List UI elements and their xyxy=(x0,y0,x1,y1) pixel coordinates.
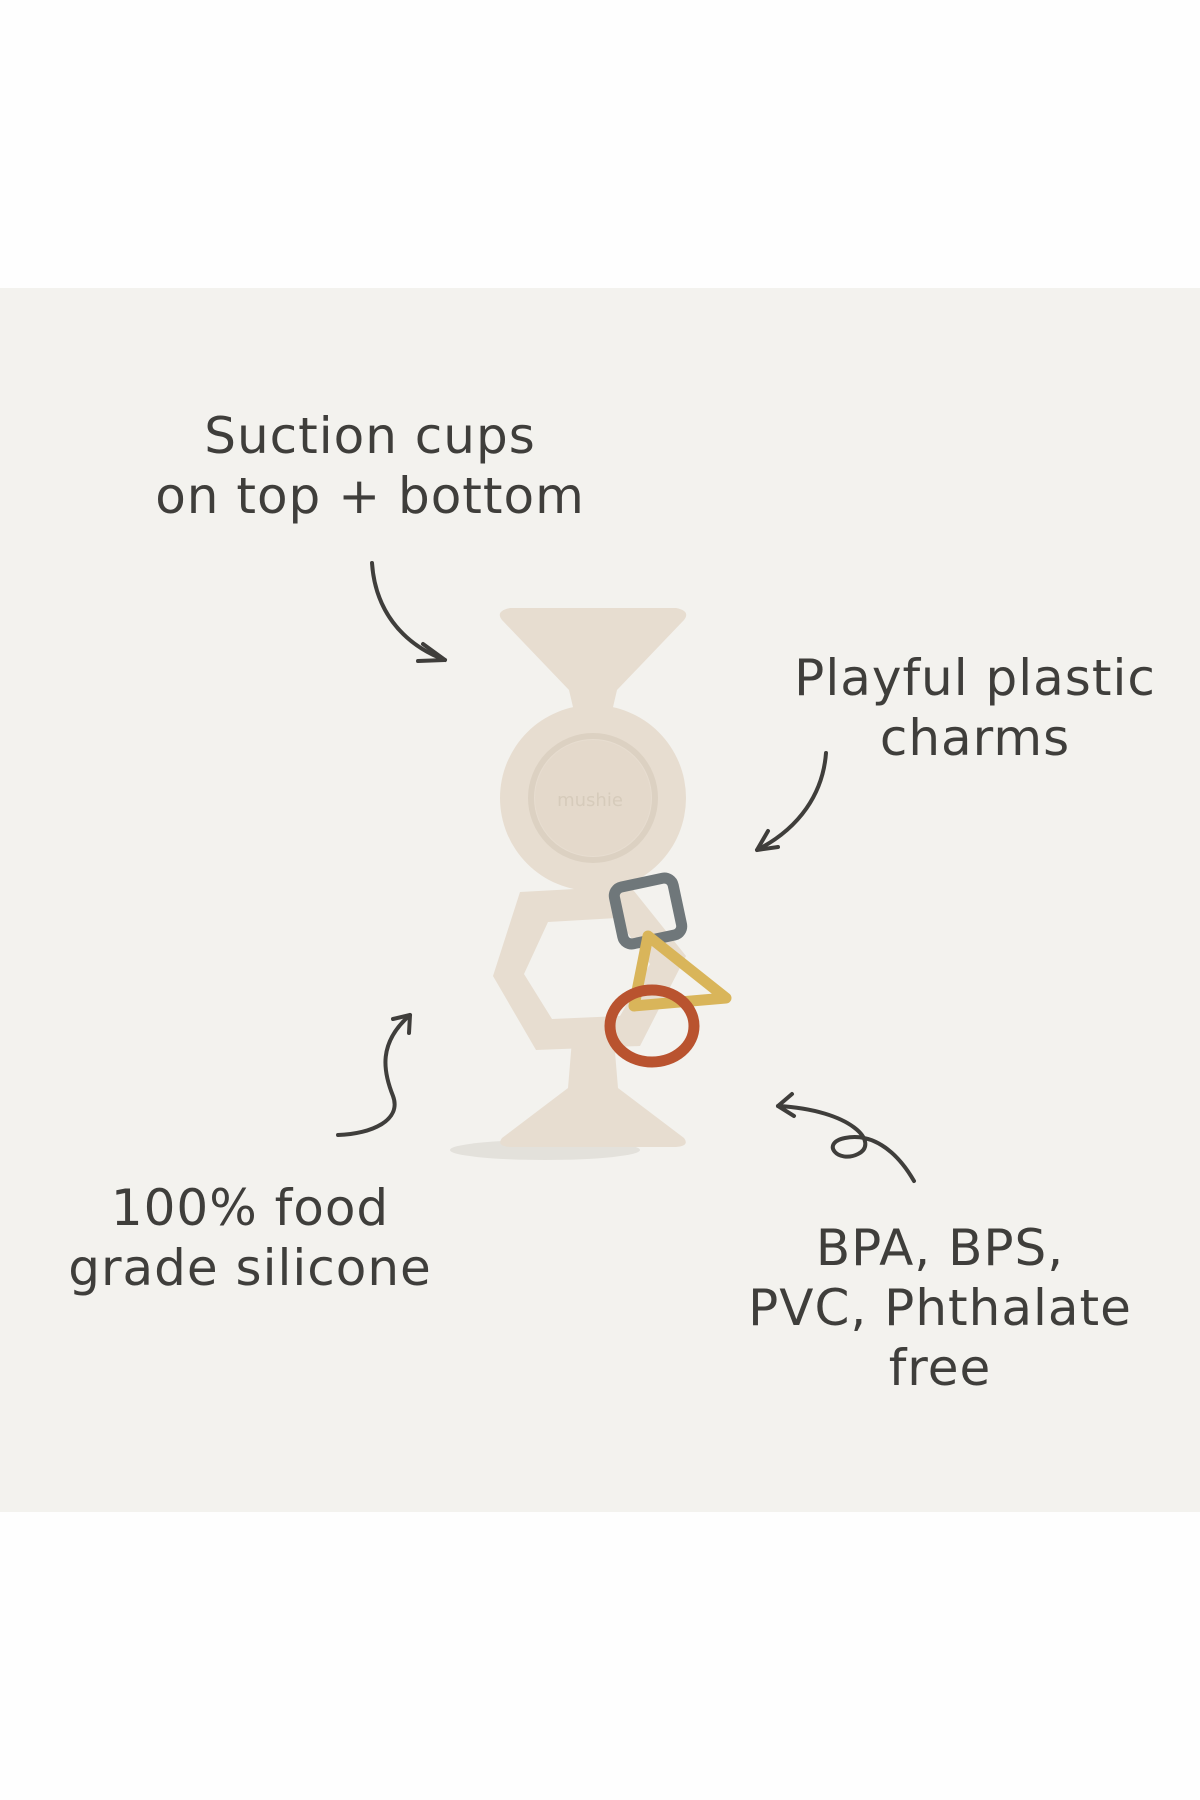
caption-chemical-free: BPA, BPS, PVC, Phthalate free xyxy=(748,1219,1132,1397)
bottom-suction-cup xyxy=(500,1040,686,1147)
product-panel: Suction cups on top + bottom Playful pla… xyxy=(0,288,1200,1512)
disc-inner-rim xyxy=(528,733,658,863)
caption-food-grade-silicone: 100% food grade silicone xyxy=(68,1179,432,1297)
top-suction-cup xyxy=(499,608,687,720)
arrow-head-charms xyxy=(755,829,780,852)
arrow-head-certifications xyxy=(776,1092,796,1118)
charm-circle xyxy=(604,984,700,1068)
hexagon-ring xyxy=(493,886,686,1050)
arrow-head-suction xyxy=(416,642,447,663)
arrow-to-suction-cup xyxy=(370,561,447,662)
caption-suction-cups: Suction cups on top + bottom xyxy=(155,407,585,525)
arrow-to-charms xyxy=(755,751,828,852)
arrow-to-certifications xyxy=(776,1104,916,1183)
charms xyxy=(604,872,732,1068)
caption-plastic-charms: Playful plastic charms xyxy=(794,649,1156,767)
arrow-head-silicone xyxy=(391,1013,412,1035)
disc-center xyxy=(535,740,651,856)
arrow-to-silicone xyxy=(336,1013,412,1137)
product-logo: mushie xyxy=(557,790,623,811)
illustration: mushie xyxy=(336,561,916,1183)
